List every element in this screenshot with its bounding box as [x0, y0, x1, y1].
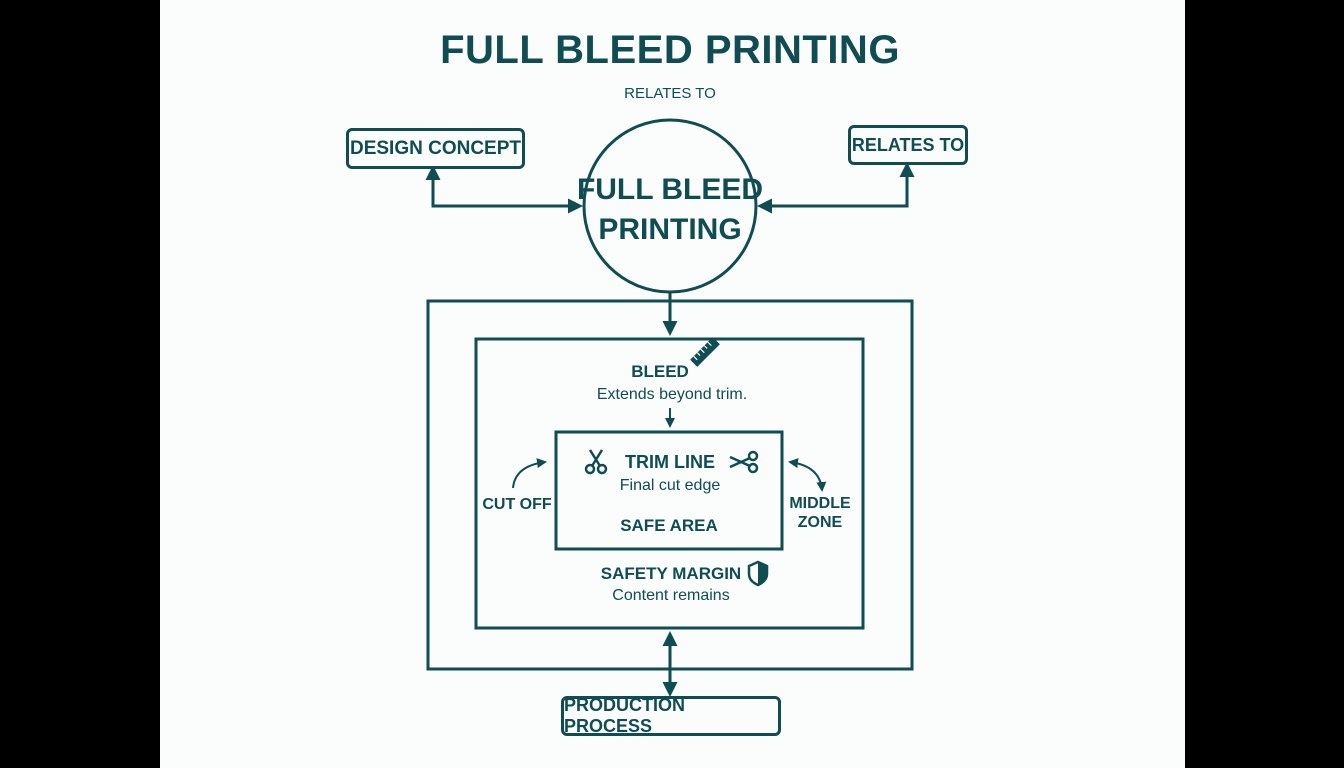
diagram-lines [425, 118, 915, 697]
subtitle: RELATES TO [624, 85, 716, 102]
cut-off-label: CUT OFF [482, 496, 552, 513]
cut-off-arrow [512, 458, 547, 489]
trim-line-description: Final cut edge [619, 477, 721, 494]
trim-line-label: TRIM LINE [625, 452, 715, 472]
bleed-label: BLEED [631, 362, 689, 381]
design-concept-node: DESIGN CONCEPT [346, 128, 525, 169]
middle-zone-arrow [788, 458, 827, 492]
left-connector [425, 165, 583, 214]
diagram-canvas: FULL BLEED PRINTING RELATES TO FULL BLEE… [160, 0, 1185, 768]
middle-zone-line1: MIDDLE [789, 495, 851, 512]
bleed-description: Extends beyond trim. [596, 386, 748, 403]
safety-margin-description: Content remains [612, 587, 730, 604]
middle-zone-label: MIDDLE ZONE [789, 494, 850, 532]
production-process-node: PRODUCTION PROCESS [561, 695, 781, 736]
scissors-icon [729, 450, 759, 474]
middle-zone-line2: ZONE [797, 514, 843, 531]
center-node-label: FULL BLEED PRINTING [577, 170, 763, 250]
center-node-line2: PRINTING [598, 213, 742, 246]
bleed-frame [474, 337, 865, 630]
page-title: FULL BLEED PRINTING [440, 28, 900, 72]
right-connector [757, 162, 915, 214]
center-node-line1: FULL BLEED [576, 173, 764, 206]
safe-area-label: SAFE AREA [620, 516, 718, 535]
trim-frame [554, 430, 784, 551]
relates-to-node: RELATES TO [848, 125, 968, 165]
safety-margin-label: SAFETY MARGIN [600, 564, 742, 583]
shield-icon [747, 560, 769, 587]
ruler-icon [690, 337, 720, 367]
scissors-icon [584, 449, 608, 475]
